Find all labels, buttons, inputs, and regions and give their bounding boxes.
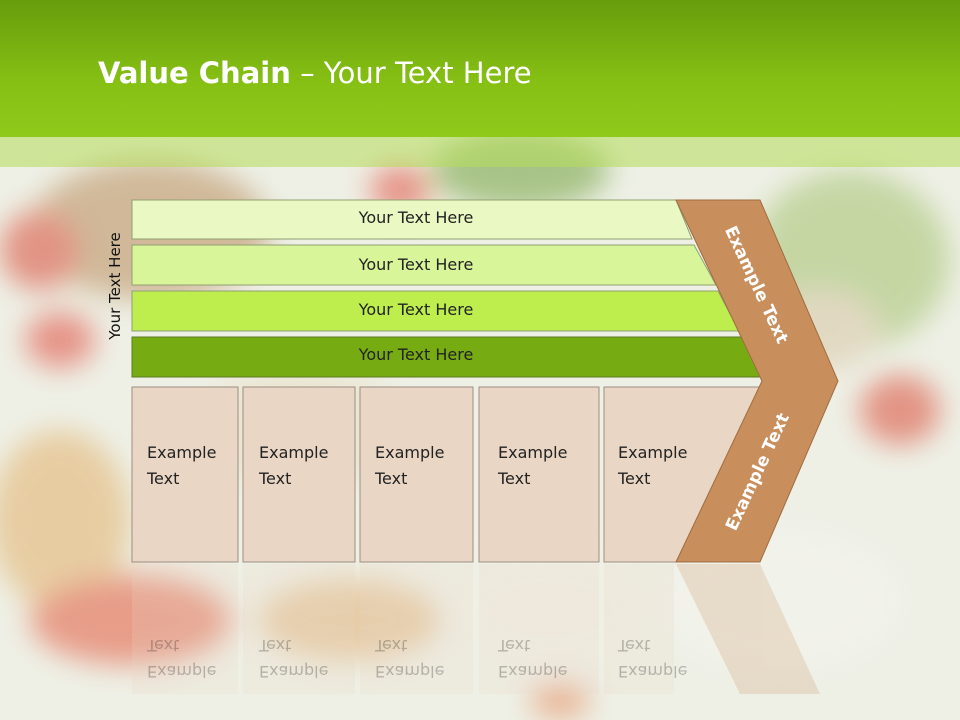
activity-box-2 — [242, 386, 356, 563]
reflection — [132, 564, 820, 694]
support-bar-2-label: Your Text Here — [358, 255, 474, 274]
support-bar-1-label: Your Text Here — [358, 208, 474, 227]
title-bold: Value Chain — [98, 56, 291, 90]
support-bar-3-label: Your Text Here — [358, 300, 474, 319]
activity-box-3 — [359, 386, 474, 563]
support-bar-4-label: Your Text Here — [358, 345, 474, 364]
slide-title: Value Chain – Your Text Here — [98, 56, 532, 90]
activity-box-4 — [478, 386, 600, 563]
header-strip — [0, 137, 960, 167]
title-rest: – Your Text Here — [290, 56, 532, 90]
activity-box-1 — [131, 386, 239, 563]
support-bar-1 — [131, 199, 693, 240]
header-band — [0, 0, 960, 137]
margin-chevron — [675, 199, 839, 563]
